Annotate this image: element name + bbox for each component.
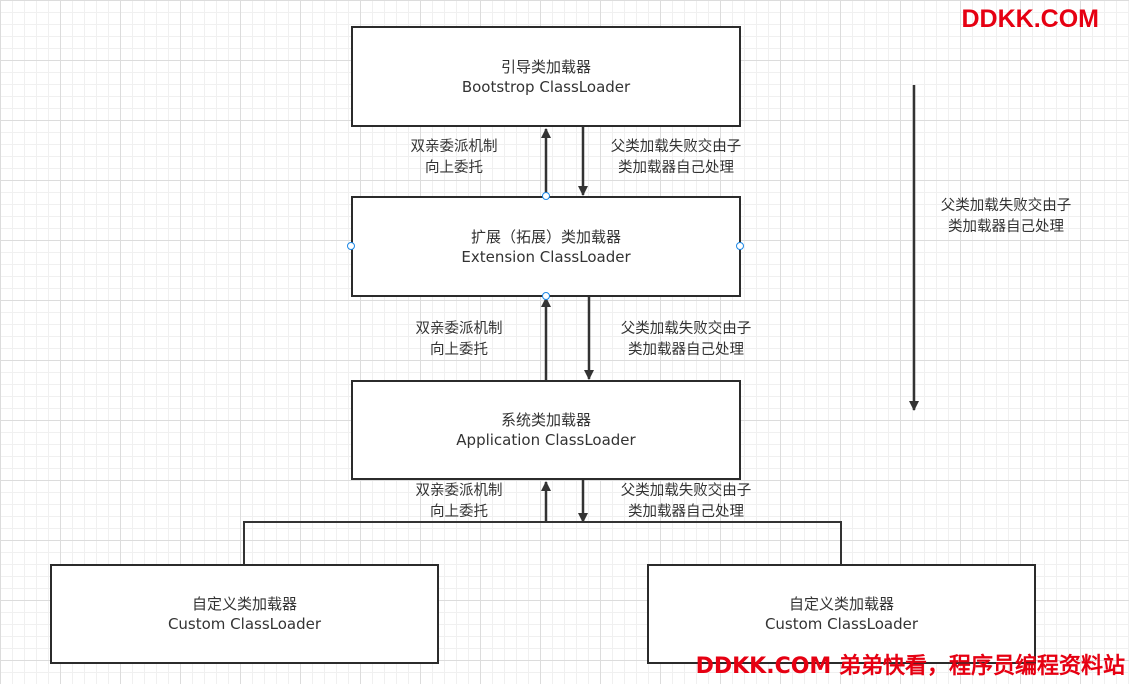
watermark-bottom: DDKK.COM 弟弟快看，程序员编程资料站 <box>695 654 1125 679</box>
bootstrap-classloader-box: 引导类加载器 Bootstrop ClassLoader <box>351 26 741 127</box>
bootstrap-cn-label: 引导类加载器 <box>500 57 591 76</box>
delegate-up-label-1: 双亲委派机制向上委托 <box>410 139 498 176</box>
fallback-down-label-3: 父类加载失败交由子类加载器自己处理 <box>620 483 752 520</box>
application-en-label: Application ClassLoader <box>456 431 636 449</box>
custom-right-en-label: Custom ClassLoader <box>764 615 919 633</box>
application-classloader-box: 系统类加载器 Application ClassLoader <box>351 380 741 480</box>
custom-left-en-label: Custom ClassLoader <box>167 615 322 633</box>
watermark-top: DDKK.COM <box>961 5 1100 33</box>
selection-handle-bottom[interactable] <box>542 292 550 300</box>
fallback-down-label-1: 父类加载失败交由子类加载器自己处理 <box>610 139 742 176</box>
bootstrap-en-label: Bootstrop ClassLoader <box>461 77 631 96</box>
selection-handle-top[interactable] <box>542 192 550 200</box>
custom-left-cn-label: 自定义类加载器 <box>191 595 297 613</box>
custom-right-cn-label: 自定义类加载器 <box>788 595 894 613</box>
custom-classloader-box-right: 自定义类加载器 Custom ClassLoader <box>647 564 1036 664</box>
custom-loader-connector <box>243 521 842 565</box>
selection-handle-right[interactable] <box>736 242 744 250</box>
fallback-down-label-2: 父类加载失败交由子类加载器自己处理 <box>620 321 752 358</box>
application-cn-label: 系统类加载器 <box>500 411 591 429</box>
selection-handle-left[interactable] <box>347 242 355 250</box>
extension-classloader-box: 扩展（拓展）类加载器 Extension ClassLoader <box>351 196 741 297</box>
custom-classloader-box-left: 自定义类加载器 Custom ClassLoader <box>50 564 439 664</box>
side-arrow-label: 父类加载失败交由子类加载器自己处理 <box>940 198 1072 235</box>
delegate-up-label-3: 双亲委派机制向上委托 <box>415 483 503 520</box>
extension-en-label: Extension ClassLoader <box>461 247 631 266</box>
extension-cn-label: 扩展（拓展）类加载器 <box>470 227 621 246</box>
delegate-up-label-2: 双亲委派机制向上委托 <box>415 321 503 358</box>
